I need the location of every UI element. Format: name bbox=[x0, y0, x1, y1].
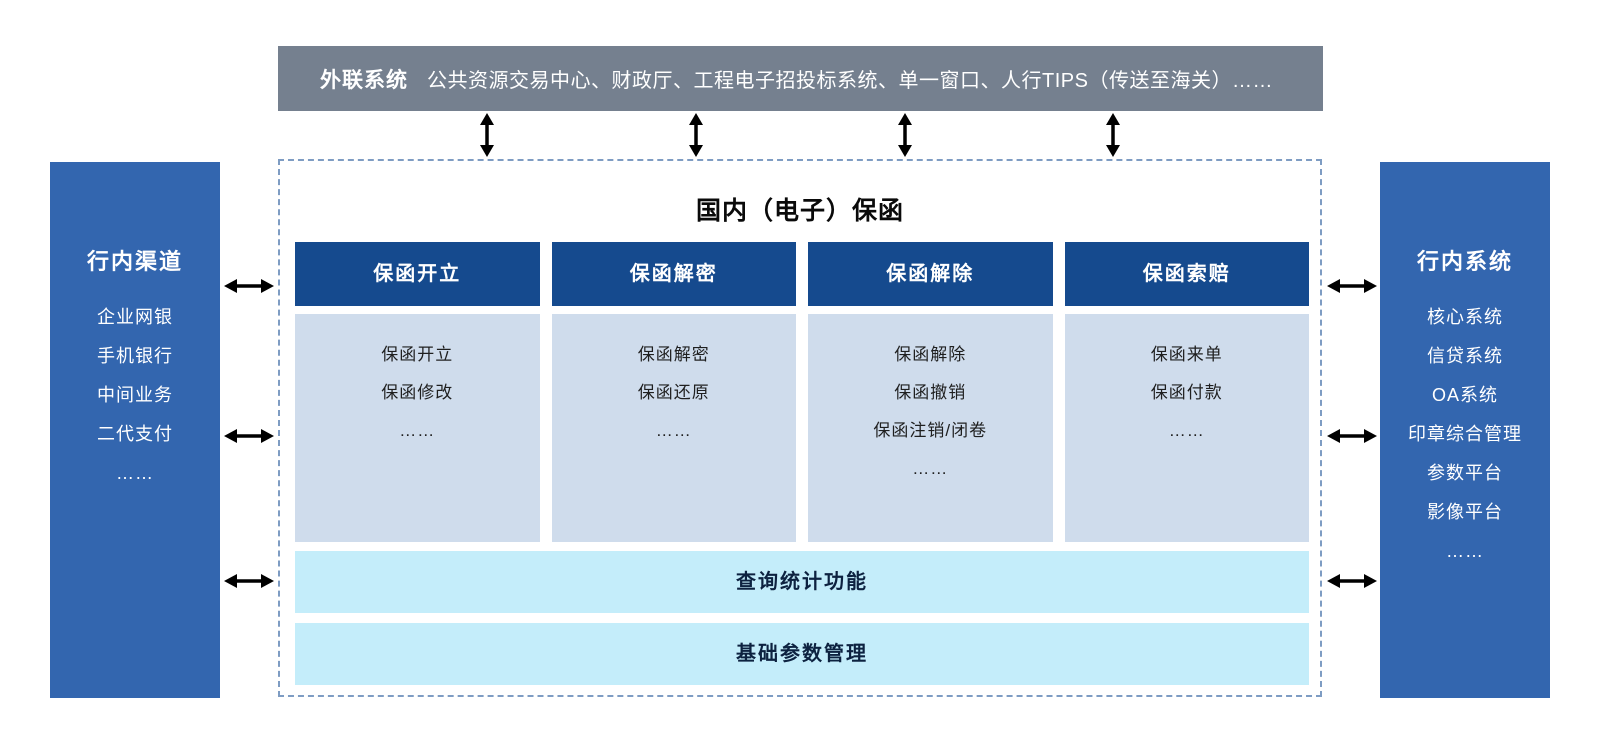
double-arrow-vertical-icon bbox=[477, 113, 497, 157]
module-header: 保函开立 bbox=[295, 242, 540, 306]
module-col-issue: 保函开立 保函开立 保函修改 …… bbox=[295, 242, 540, 542]
module-columns: 保函开立 保函开立 保函修改 …… 保函解密 保函解密 保函还原 …… 保函解除 bbox=[295, 242, 1309, 542]
external-systems-list: 公共资源交易中心、财政厅、工程电子招投标系统、单一窗口、人行TIPS（传送至海关… bbox=[427, 70, 1273, 92]
bank-channels-title: 行内渠道 bbox=[86, 249, 183, 274]
double-arrow-vertical-icon bbox=[1103, 113, 1123, 157]
module-body: 保函开立 保函修改 …… bbox=[295, 314, 540, 542]
module-body: 保函解密 保函还原 …… bbox=[551, 314, 796, 542]
panel-item: 参数平台 bbox=[1427, 463, 1503, 483]
query-statistics-bar: 查询统计功能 bbox=[295, 551, 1309, 613]
panel-item: 印章综合管理 bbox=[1408, 424, 1522, 444]
module-item: 保函付款 bbox=[1150, 383, 1223, 402]
double-arrow-horizontal-icon bbox=[224, 425, 274, 447]
module-item: 保函修改 bbox=[381, 383, 454, 402]
panel-item: …… bbox=[116, 463, 154, 483]
panel-item: 信贷系统 bbox=[1427, 346, 1503, 366]
module-header: 保函解除 bbox=[808, 242, 1053, 306]
module-header: 保函解密 bbox=[551, 242, 796, 306]
double-arrow-horizontal-icon bbox=[1327, 425, 1377, 447]
guarantee-system-box: 国内（电子）保函 保函开立 保函开立 保函修改 …… 保函解密 保函解密 保函还… bbox=[278, 159, 1322, 697]
bank-systems-title: 行内系统 bbox=[1416, 249, 1513, 274]
double-arrow-horizontal-icon bbox=[1327, 275, 1377, 297]
module-header: 保函索赔 bbox=[1064, 242, 1309, 306]
module-item: …… bbox=[912, 459, 949, 478]
panel-item: OA系统 bbox=[1431, 385, 1498, 405]
panel-item: 核心系统 bbox=[1427, 307, 1503, 327]
base-parameter-bar: 基础参数管理 bbox=[295, 623, 1309, 685]
module-item: …… bbox=[1168, 421, 1205, 440]
module-col-claim: 保函索赔 保函来单 保函付款 …… bbox=[1064, 242, 1309, 542]
module-body: 保函解除 保函撤销 保函注销/闭卷 …… bbox=[808, 314, 1053, 542]
double-arrow-vertical-icon bbox=[686, 113, 706, 157]
panel-item: 中间业务 bbox=[97, 385, 173, 405]
panel-item: 企业网银 bbox=[97, 307, 173, 327]
module-col-release: 保函解除 保函解除 保函撤销 保函注销/闭卷 …… bbox=[808, 242, 1053, 542]
double-arrow-horizontal-icon bbox=[224, 275, 274, 297]
guarantee-system-title: 国内（电子）保函 bbox=[695, 197, 904, 225]
panel-item: 二代支付 bbox=[97, 424, 173, 444]
module-item: 保函还原 bbox=[637, 383, 710, 402]
module-item: 保函解密 bbox=[637, 345, 710, 364]
module-body: 保函来单 保函付款 …… bbox=[1064, 314, 1309, 542]
panel-item: …… bbox=[1446, 541, 1484, 561]
module-item: 保函来单 bbox=[1150, 345, 1223, 364]
bank-channels-list: 企业网银 手机银行 中间业务 二代支付 …… bbox=[50, 298, 220, 493]
bank-channels-panel: 行内渠道 企业网银 手机银行 中间业务 二代支付 …… bbox=[50, 162, 220, 698]
panel-item: 影像平台 bbox=[1427, 502, 1503, 522]
module-item: 保函解除 bbox=[894, 345, 967, 364]
module-item: 保函开立 bbox=[381, 345, 454, 364]
double-arrow-horizontal-icon bbox=[1327, 570, 1377, 592]
bank-systems-panel: 行内系统 核心系统 信贷系统 OA系统 印章综合管理 参数平台 影像平台 …… bbox=[1380, 162, 1550, 698]
bank-systems-list: 核心系统 信贷系统 OA系统 印章综合管理 参数平台 影像平台 …… bbox=[1380, 298, 1550, 571]
external-systems-bar: 外联系统 公共资源交易中心、财政厅、工程电子招投标系统、单一窗口、人行TIPS（… bbox=[278, 46, 1323, 111]
double-arrow-horizontal-icon bbox=[224, 570, 274, 592]
module-item: …… bbox=[655, 421, 692, 440]
double-arrow-vertical-icon bbox=[895, 113, 915, 157]
panel-item: 手机银行 bbox=[97, 346, 173, 366]
external-systems-label: 外联系统 bbox=[320, 68, 408, 92]
module-item: 保函撤销 bbox=[894, 383, 967, 402]
module-col-decrypt: 保函解密 保函解密 保函还原 …… bbox=[551, 242, 796, 542]
module-item: 保函注销/闭卷 bbox=[873, 421, 988, 440]
module-item: …… bbox=[399, 421, 436, 440]
